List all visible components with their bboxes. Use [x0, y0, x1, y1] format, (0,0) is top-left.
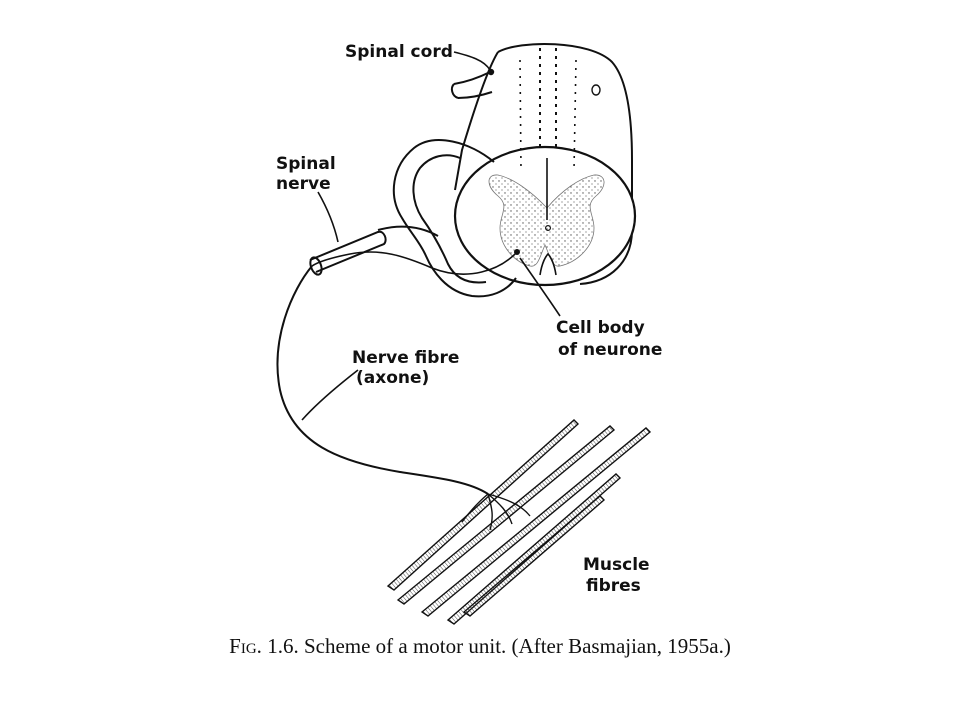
label-cell-body-line1: Cell body [556, 318, 645, 338]
label-nerve-fibre-line2: (axone) [356, 368, 430, 388]
grey-matter [488, 158, 605, 276]
label-muscle-line1: Muscle [583, 555, 650, 575]
label-nerve-fibre-line1: Nerve fibre [352, 348, 460, 368]
label-spinal-nerve-line1: Spinal [276, 154, 336, 174]
nerve-fibre-path [276, 265, 489, 495]
caption-fig-number: 1.6. [267, 634, 299, 658]
label-cell-body-line2: of neurone [558, 340, 663, 360]
spinal-nerve [309, 139, 518, 298]
caption-fig-prefix: Fig. [229, 634, 262, 658]
label-spinal-cord: Spinal cord [345, 42, 453, 62]
caption-text: Scheme of a motor unit. (After Basmajian… [303, 634, 731, 658]
figure-caption: Fig. 1.6. Scheme of a motor unit. (After… [160, 634, 800, 659]
muscle-fibres [386, 419, 652, 625]
label-spinal-nerve-line2: nerve [276, 174, 331, 194]
leader-lines [301, 51, 561, 421]
label-muscle-line2: fibres [586, 576, 641, 596]
